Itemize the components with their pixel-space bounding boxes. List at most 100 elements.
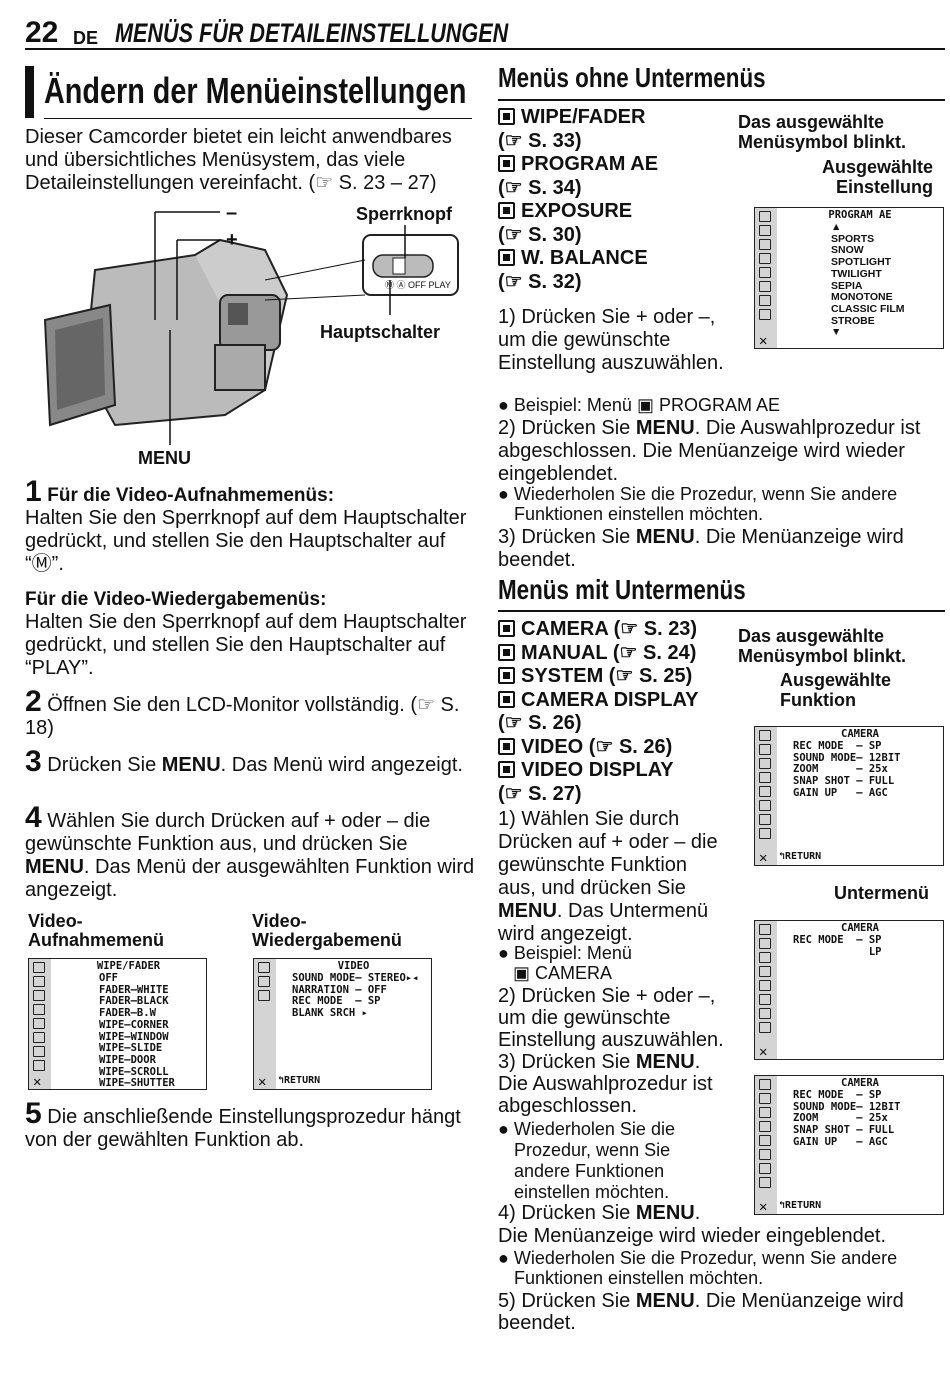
step-3-menu: MENU [161, 754, 221, 776]
note-t3: ● Wiederholen Sie die Prozedur, wenn Sie… [498, 1119, 675, 1202]
section-title: MENÜS FÜR DETAILEINSTELLUNGEN [115, 18, 509, 48]
screen-rows: REC MODE – SP LP [793, 934, 882, 958]
camera-screen-1: CAMERA REC MODE – SP SOUND MODE– 12BIT Z… [754, 726, 944, 866]
rec-menu-screen: WIPE/FADER OFF FADER–WHITE FADER–BLACK F… [28, 958, 207, 1090]
step-4: 4 Wählen Sie durch Drücken auf + oder – … [25, 803, 475, 902]
screen-rows: REC MODE – SP SOUND MODE– 12BIT ZOOM – 2… [793, 740, 901, 799]
rule-1 [498, 99, 945, 101]
step-r3: 3) Drücken Sie MENU. Die Menüanzeige wir… [498, 526, 904, 571]
step-5-number: 5 [25, 1097, 42, 1130]
menu-word: MENU [635, 417, 695, 439]
step-1b-heading: Für die Video-Wiedergabemenüs: [25, 589, 327, 610]
callout-submenu: Untermenü [834, 883, 930, 903]
step-4-number: 4 [25, 801, 42, 834]
callout-setting: Ausgewählte Einstellung [822, 157, 934, 197]
screen-title: WIPE/FADER [96, 960, 161, 972]
close-icon: ✕ [759, 1044, 768, 1060]
menu-item: SYSTEM (☞ S. 25) [498, 665, 738, 689]
screen-rows: REC MODE – SP SOUND MODE– 12BIT ZOOM – 2… [793, 1089, 901, 1148]
fig-minus: – [226, 202, 238, 224]
step-3-number: 3 [25, 745, 42, 778]
close-icon: ✕ [33, 1074, 42, 1090]
heading-rule [44, 118, 472, 119]
menu-word: MENU [635, 526, 695, 548]
screen-title: CAMERA [841, 922, 879, 934]
exposure-icon [498, 202, 515, 219]
step-t5: 5) Drücken Sie MENU. Die Menüanzeige wir… [498, 1290, 904, 1334]
menu-ref: (☞ S. 32) [498, 270, 582, 293]
menu-icon-column [755, 1076, 777, 1214]
menu-item: W. BALANCE [498, 247, 738, 271]
menu-icon-column [755, 727, 777, 865]
step-t1: 1) Wählen Sie durch Drücken auf + oder –… [498, 808, 718, 945]
step-1-number: 1 [25, 475, 42, 508]
step-5: 5 Die anschließende Einstellungsprozedur… [25, 1099, 475, 1152]
intro-text: Dieser Camcorder bietet ein leicht anwen… [25, 126, 452, 194]
play-menu-screen: VIDEO SOUND MODE– STEREO▸◂ NARRATION – O… [253, 958, 432, 1090]
close-icon: ✕ [759, 333, 768, 349]
fig-hauptschalter: Hauptschalter [320, 322, 441, 342]
menu-item: WIPE/FADER [498, 106, 738, 130]
step-2-number: 2 [25, 685, 42, 718]
camera-icon [498, 620, 515, 637]
callout-blink-1: Das ausgewählte Menüsymbol blinkt. [738, 112, 907, 152]
camcorder-illustration [43, 211, 459, 445]
step-2-text: Öffnen Sie den LCD-Monitor vollständig. … [25, 694, 460, 739]
menu-word: MENU [635, 1202, 695, 1224]
close-icon: ✕ [759, 1199, 768, 1215]
step-4-text-end: . Das Menü der ausgewählten Funktion wir… [25, 856, 475, 901]
page-number: 22 [25, 16, 59, 49]
menu-ref: (☞ S. 33) [498, 129, 582, 152]
callout-function: Ausgewählte Funktion [780, 670, 892, 710]
camcorder-figure [25, 200, 475, 470]
step-3: 3 Drücken Sie MENU. Das Menü wird angeze… [25, 747, 475, 777]
step-t4-note: Die Menüanzeige wird wieder eingeblendet… [498, 1225, 887, 1247]
wipe-fader-icon [498, 108, 515, 125]
menu-list-2: CAMERA (☞ S. 23) MANUAL (☞ S. 24) SYSTEM… [498, 618, 738, 806]
manual-icon [498, 643, 515, 661]
system-icon [498, 667, 515, 684]
left-heading: Ändern der Menüeinstellungen [44, 70, 467, 111]
camera-display-icon [498, 690, 515, 708]
menu-word: MENU [635, 1051, 695, 1073]
return-label: ↰RETURN [278, 1075, 321, 1087]
menu-word: MENU [498, 900, 557, 922]
step-3-text: Drücken Sie [47, 754, 162, 776]
page-header: 22 DE MENÜS FÜR DETAILEINSTELLUNGEN [25, 14, 945, 50]
white-balance-icon [498, 249, 515, 266]
language-tag: DE [73, 28, 99, 48]
screen-title: CAMERA [841, 1077, 879, 1089]
menu-ref: (☞ S. 30) [498, 223, 582, 246]
video-display-icon [498, 761, 515, 778]
fig-menu: MENU [138, 448, 191, 468]
step-3-text-end: . Das Menü wird angezeigt. [220, 754, 463, 776]
step-4-menu: MENU [25, 856, 84, 878]
screen-rows: OFF FADER–WHITE FADER–BLACK FADER–B.W WI… [99, 972, 175, 1090]
menu-word: MENU [635, 1290, 695, 1312]
note-r2: ● Wiederholen Sie die Prozedur, wenn Sie… [498, 484, 898, 524]
program-ae-icon [498, 155, 515, 172]
step-1-body: Halten Sie den Sperrknopf auf dem Haupts… [25, 507, 467, 575]
fig-plus: + [226, 229, 238, 251]
menu-item: MANUAL (☞ S. 24) [498, 642, 738, 666]
menu-ref: (☞ S. 27) [498, 782, 582, 805]
program-ae-screen: PROGRAM AE ▲ SPORTS SNOW SPOTLIGHT TWILI… [754, 207, 944, 349]
menu-item: CAMERA DISPLAY [498, 689, 738, 713]
menu-ref: (☞ S. 26) [498, 712, 582, 734]
step-1-heading: Für die Video-Aufnahmemenüs: [47, 485, 335, 506]
menu-item: PROGRAM AE [498, 153, 738, 177]
example-1: ● Beispiel: Menü ▣ PROGRAM AE [498, 395, 780, 415]
fig-switch-text: Ⓜ Ⓐ OFF PLAY [385, 280, 451, 290]
step-r1: 1) Drücken Sie + oder –, um die gewünsch… [498, 306, 733, 375]
step-1: 1 Für die Video-Aufnahmemenüs: Halten Si… [25, 477, 475, 680]
step-r2: 2) Drücken Sie MENU. Die Auswahlprozedur… [498, 417, 921, 485]
menu-item: VIDEO (☞ S. 26) [498, 736, 738, 760]
play-menu-label: Video- Wiedergabemenü [252, 911, 402, 950]
camera-screen-2: CAMERA REC MODE – SP LP ✕ [754, 920, 944, 1060]
screen-title: PROGRAM AE [828, 209, 892, 221]
video-icon [498, 737, 515, 755]
step-2: 2 Öffnen Sie den LCD-Monitor vollständig… [25, 687, 475, 740]
example-2: ● Beispiel: Menü ▣ CAMERA [498, 943, 632, 983]
screen-title: VIDEO [337, 960, 370, 972]
menu-ref: (☞ S. 34) [498, 176, 582, 199]
